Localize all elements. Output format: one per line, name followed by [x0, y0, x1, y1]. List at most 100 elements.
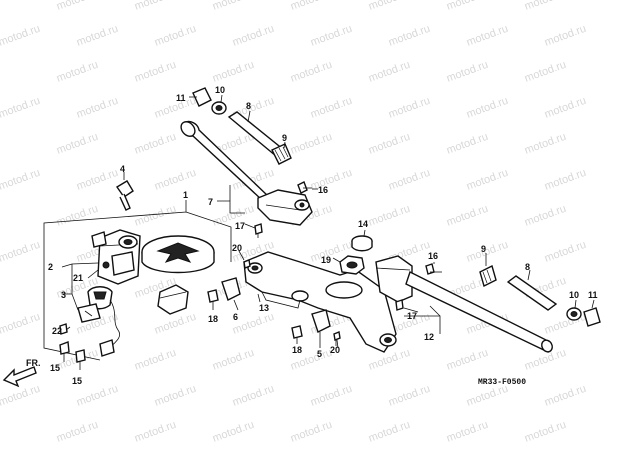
watermark-text: motod.ru	[55, 419, 100, 445]
callout-19: 19	[321, 255, 331, 265]
watermark-text: motod.ru	[75, 23, 120, 49]
watermark-text: motod.ru	[523, 419, 568, 445]
watermark-text: motod.ru	[465, 95, 510, 121]
callout-8a: 8	[246, 101, 251, 111]
watermark-text: motod.ru	[55, 203, 100, 229]
callout-2: 2	[48, 262, 53, 272]
watermark-text: motod.ru	[445, 131, 490, 157]
watermark-text: motod.ru	[133, 0, 178, 13]
watermark-text: motod.ru	[55, 0, 100, 13]
diagram-code: MR33-F0500	[478, 378, 526, 387]
callout-8b: 8	[525, 262, 530, 272]
callout-20a: 20	[232, 243, 242, 253]
watermark-text: motod.ru	[309, 95, 354, 121]
callout-9a: 9	[282, 133, 287, 143]
watermark-text: motod.ru	[367, 203, 412, 229]
watermark-text: motod.ru	[367, 59, 412, 85]
callout-1: 1	[183, 190, 188, 200]
watermark-text: motod.ru	[211, 419, 256, 445]
callout-21: 21	[73, 273, 83, 283]
ignition-switch-group	[43, 172, 232, 370]
callout-15a: 15	[50, 363, 60, 373]
watermark-text: motod.ru	[465, 23, 510, 49]
callout-17a: 17	[235, 221, 245, 231]
direction-label: FR.	[26, 358, 41, 368]
watermark-text: motod.ru	[231, 23, 276, 49]
watermark-text: motod.ru	[75, 95, 120, 121]
watermark-text: motod.ru	[133, 419, 178, 445]
watermark-text: motod.ru	[445, 347, 490, 373]
watermark-text: motod.ru	[289, 131, 334, 157]
callout-12: 12	[424, 332, 434, 342]
watermark-text: motod.ru	[543, 23, 588, 49]
callout-7: 7	[208, 197, 213, 207]
callout-10a: 10	[215, 85, 225, 95]
callout-6: 6	[233, 312, 238, 322]
watermark-text: motod.ru	[211, 203, 256, 229]
watermark-text: motod.ru	[309, 23, 354, 49]
watermark-text: motod.ru	[445, 59, 490, 85]
watermark-text: motod.ru	[133, 131, 178, 157]
watermark-text: motod.ru	[289, 419, 334, 445]
watermark-text: motod.ru	[153, 311, 198, 337]
watermark-text: motod.ru	[0, 239, 42, 265]
watermark-text: motod.ru	[523, 203, 568, 229]
watermark-text: motod.ru	[387, 383, 432, 409]
watermark-text: motod.ru	[75, 167, 120, 193]
callout-16b: 16	[428, 251, 438, 261]
callout-labels: 1 2 3 4 5 6 7 8 8 9 9 10 10 11 11 12 13 …	[48, 85, 598, 386]
callout-5: 5	[317, 349, 322, 359]
watermark-text: motod.ru	[289, 0, 334, 13]
watermark-text: motod.ru	[211, 59, 256, 85]
watermark-text: motod.ru	[75, 383, 120, 409]
watermark-text: motod.ru	[445, 0, 490, 13]
watermark-text: motod.ru	[387, 167, 432, 193]
watermark-text: motod.ru	[289, 59, 334, 85]
callout-22: 22	[52, 326, 62, 336]
callout-18a: 18	[208, 314, 218, 324]
watermark-text: motod.ru	[465, 167, 510, 193]
callout-15b: 15	[72, 376, 82, 386]
watermark-text: motod.ru	[153, 23, 198, 49]
watermark-text: motod.ru	[0, 167, 42, 193]
watermark-text: motod.ru	[367, 419, 412, 445]
front-direction-arrow	[2, 366, 37, 388]
watermark-text: motod.ru	[211, 347, 256, 373]
watermark-text: motod.ru	[367, 0, 412, 13]
watermark-text: motod.ru	[0, 311, 42, 337]
watermark-text: motod.ru	[543, 239, 588, 265]
watermark-text: motod.ru	[445, 419, 490, 445]
watermark-text: motod.ru	[231, 383, 276, 409]
watermark-text: motod.ru	[465, 239, 510, 265]
watermark-text: motod.ru	[523, 131, 568, 157]
watermark-text: motod.ru	[387, 95, 432, 121]
watermark-text: motod.ru	[543, 383, 588, 409]
watermark-text: motod.ru	[523, 59, 568, 85]
callout-11a: 11	[176, 93, 186, 103]
watermark-text: motod.ru	[445, 203, 490, 229]
left-handlebar	[180, 87, 318, 238]
callout-4: 4	[120, 164, 125, 174]
callout-13: 13	[259, 303, 269, 313]
top-bridge	[207, 229, 397, 353]
watermark-text: motod.ru	[543, 167, 588, 193]
watermark-text: motod.ru	[153, 167, 198, 193]
watermark-text: motod.ru	[367, 347, 412, 373]
callout-10b: 10	[569, 290, 579, 300]
watermark-text: motod.ru	[55, 131, 100, 157]
watermark-text: motod.ru	[0, 383, 42, 409]
watermark-text: motod.ru	[367, 131, 412, 157]
watermark-text: motod.ru	[153, 383, 198, 409]
watermark-text: motod.ru	[211, 0, 256, 13]
right-handlebar	[375, 253, 601, 353]
callout-14: 14	[358, 219, 368, 229]
watermark-text: motod.ru	[543, 95, 588, 121]
watermark-text: motod.ru	[0, 23, 42, 49]
watermark-text: motod.ru	[133, 347, 178, 373]
watermark-text: motod.ru	[387, 23, 432, 49]
callout-18b: 18	[292, 345, 302, 355]
callout-3: 3	[61, 290, 66, 300]
callout-16a: 16	[318, 185, 328, 195]
